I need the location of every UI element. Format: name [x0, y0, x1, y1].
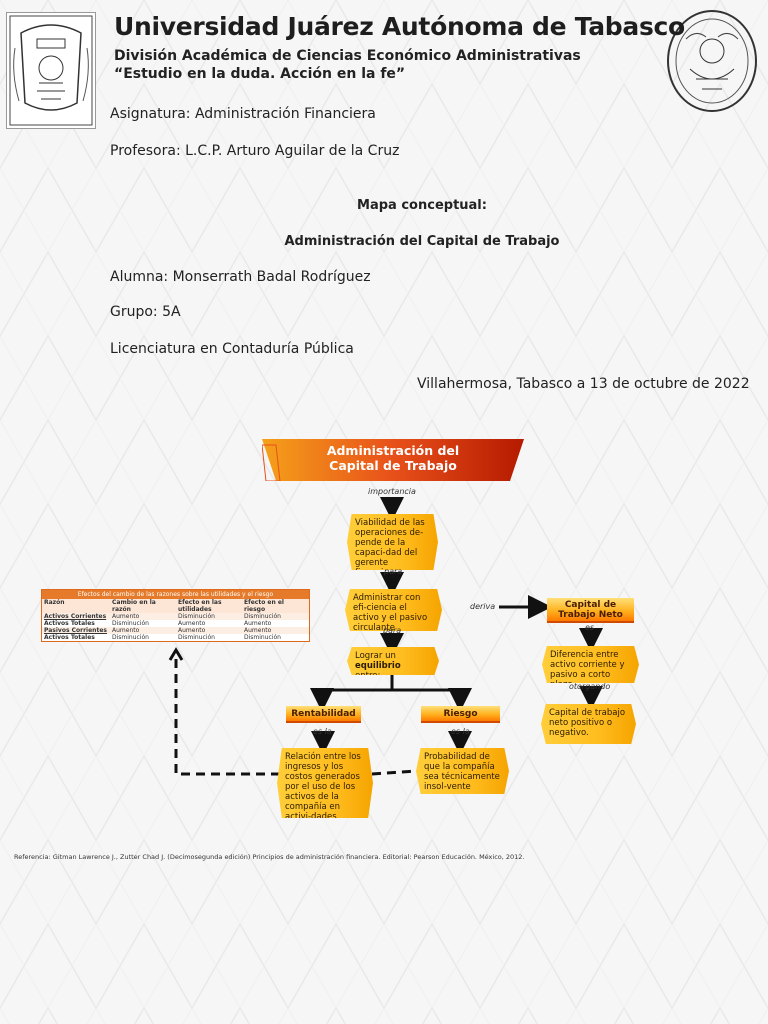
- university-seal-left: [6, 12, 96, 129]
- table-cell: Activos Totales: [44, 620, 95, 627]
- node-positivo: Capital de trabajo neto positivo o negat…: [541, 704, 636, 744]
- table-header: Razón Cambio en la razón Efecto en las u…: [42, 599, 309, 613]
- map-heading: Mapa conceptual:: [357, 198, 487, 213]
- table-caption: Efectos del cambio de las razones sobre …: [42, 590, 309, 599]
- group: Grupo: 5A: [110, 304, 181, 320]
- map-title-line1: Administración del: [326, 443, 460, 458]
- connector-para-1: para: [384, 567, 403, 576]
- professor: Profesora: L.C.P. Arturo Aguilar de la C…: [110, 143, 400, 159]
- equilibrio-post: entre:: [355, 671, 431, 675]
- table-row: Activos Totales Disminución Disminución …: [42, 634, 309, 641]
- connector-otorgando: otorgando: [569, 682, 611, 691]
- connector-es-la-1: es la: [313, 727, 332, 736]
- node-capital-neto: Capital de Trabajo Neto: [547, 598, 634, 623]
- degree: Licenciatura en Contaduría Pública: [110, 341, 354, 357]
- table-cell: Aumento: [244, 620, 272, 627]
- table-cell: Activos Totales: [44, 634, 95, 641]
- table-cell: Disminución: [112, 620, 149, 627]
- node-viabilidad: Viabilidad de las operaciones de-pende d…: [347, 514, 438, 570]
- table-cell: Aumento: [178, 620, 206, 627]
- motto: “Estudio en la duda. Acción en la fe”: [114, 66, 406, 82]
- equilibrio-bold: equilibrio: [355, 661, 401, 671]
- division-name: División Académica de Ciencias Económico…: [114, 48, 581, 64]
- node-probabilidad: Probabilidad de que la compañía sea técn…: [416, 748, 509, 794]
- table-cell: Aumento: [244, 627, 272, 634]
- table-header-cell: Razón: [44, 599, 65, 606]
- table-cell: Pasivos Corrientes: [44, 627, 107, 634]
- table-cell: Aumento: [112, 627, 140, 634]
- node-rentabilidad: Rentabilidad: [286, 706, 361, 723]
- node-riesgo: Riesgo: [421, 706, 500, 723]
- node-relacion: Relación entre los ingresos y los costos…: [277, 748, 373, 818]
- map-title-banner: Administración del Capital de Trabajo: [262, 439, 524, 481]
- node-administrar: Administrar con efi-ciencia el activo y …: [345, 589, 442, 631]
- table-header-cell: Cambio en la razón: [112, 599, 156, 613]
- equilibrio-pre: Lograr un: [355, 651, 396, 661]
- table-cell: Disminución: [178, 613, 215, 620]
- table-row: Activos Totales Disminución Aumento Aume…: [42, 620, 309, 627]
- table-row: Activos Corrientes Aumento Disminución D…: [42, 613, 309, 620]
- effects-table: Efectos del cambio de las razones sobre …: [41, 589, 310, 642]
- connector-es: es: [585, 623, 595, 632]
- connector-para-2: para: [383, 626, 402, 635]
- node-equilibrio: Lograr un equilibrio entre:: [347, 647, 439, 675]
- table-row: Pasivos Corrientes Aumento Aumento Aumen…: [42, 627, 309, 634]
- table-cell: Disminución: [244, 613, 281, 620]
- university-seal-right: [666, 9, 758, 113]
- table-cell: Aumento: [178, 627, 206, 634]
- table-cell: Disminución: [112, 634, 149, 641]
- table-header-cell: Efecto en las utilidades: [178, 599, 222, 613]
- map-title-line2: Capital de Trabajo: [329, 458, 457, 473]
- university-name: Universidad Juárez Autónoma de Tabasco: [114, 12, 685, 41]
- connector-deriva: deriva: [470, 602, 496, 611]
- node-diferencia: Diferencia entre activo corriente y pasi…: [542, 646, 639, 683]
- student: Alumna: Monserrath Badal Rodríguez: [110, 269, 371, 285]
- table-cell: Disminución: [178, 634, 215, 641]
- topic-heading: Administración del Capital de Trabajo: [284, 234, 560, 249]
- table-cell: Aumento: [112, 613, 140, 620]
- table-cell: Activos Corrientes: [44, 613, 107, 620]
- subject: Asignatura: Administración Financiera: [110, 106, 376, 122]
- place-date: Villahermosa, Tabasco a 13 de octubre de…: [417, 376, 750, 392]
- reference: Referencia: Gitman Lawrence J., Zutter C…: [14, 853, 525, 861]
- table-cell: Disminución: [244, 634, 281, 641]
- connector-importancia: importancia: [368, 487, 416, 496]
- connector-es-la-2: es la: [451, 727, 470, 736]
- table-header-cell: Efecto en el riesgo: [244, 599, 284, 613]
